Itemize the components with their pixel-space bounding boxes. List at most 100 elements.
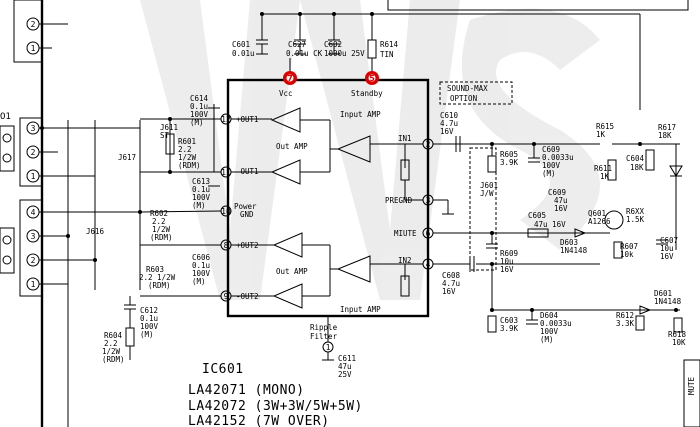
svg-text:R603: R603 bbox=[146, 265, 164, 274]
svg-text:R601: R601 bbox=[178, 137, 196, 146]
svg-text:(M): (M) bbox=[542, 169, 556, 178]
svg-text:C609: C609 bbox=[542, 145, 560, 154]
svg-text:D603: D603 bbox=[560, 238, 578, 247]
svg-text:Power: Power bbox=[234, 202, 257, 211]
svg-text:2.2: 2.2 bbox=[152, 217, 166, 226]
svg-text:R602: R602 bbox=[150, 209, 168, 218]
svg-text:C605: C605 bbox=[528, 211, 546, 220]
svg-text:SOUND-MAX: SOUND-MAX bbox=[447, 84, 488, 93]
svg-text:Ripple: Ripple bbox=[310, 323, 338, 332]
svg-text:2: 2 bbox=[31, 148, 36, 157]
svg-text:A1266: A1266 bbox=[588, 217, 611, 226]
svg-text:C607: C607 bbox=[660, 236, 678, 245]
connector-top: 2 1 bbox=[13, 0, 68, 63]
svg-text:100V: 100V bbox=[140, 322, 159, 331]
svg-text:12: 12 bbox=[221, 115, 231, 124]
svg-text:C609: C609 bbox=[548, 188, 566, 197]
svg-text:(M): (M) bbox=[540, 335, 554, 344]
sound-max-option-box bbox=[439, 81, 513, 105]
svg-text:0.1u: 0.1u bbox=[192, 185, 210, 194]
svg-text:1000u 25V: 1000u 25V bbox=[324, 49, 365, 58]
svg-text:R617: R617 bbox=[658, 123, 676, 132]
svg-text:(RDM): (RDM) bbox=[102, 355, 125, 364]
svg-text:100V: 100V bbox=[540, 327, 559, 336]
svg-text:0.1u: 0.1u bbox=[192, 261, 210, 270]
svg-text:5: 5 bbox=[369, 74, 375, 83]
svg-text:0.01u CK: 0.01u CK bbox=[286, 49, 323, 58]
svg-text:R615: R615 bbox=[596, 122, 614, 131]
svg-text:7: 7 bbox=[287, 74, 293, 83]
svg-text:9: 9 bbox=[224, 292, 229, 301]
svg-text:R618: R618 bbox=[668, 330, 687, 339]
svg-text:47u: 47u bbox=[338, 362, 352, 371]
svg-text:C612: C612 bbox=[140, 306, 158, 315]
svg-text:TIN: TIN bbox=[380, 50, 394, 59]
svg-text:1N4148: 1N4148 bbox=[654, 297, 682, 306]
svg-text:C611: C611 bbox=[338, 354, 356, 363]
svg-text:Input AMP: Input AMP bbox=[340, 110, 381, 119]
ic-model-3: LA42152 (7W OVER) bbox=[188, 414, 330, 427]
svg-text:R609: R609 bbox=[500, 249, 518, 258]
svg-text:Vcc: Vcc bbox=[279, 89, 293, 98]
svg-text:1/2W: 1/2W bbox=[178, 153, 197, 162]
svg-text:100V: 100V bbox=[192, 269, 211, 278]
svg-text:C606: C606 bbox=[192, 253, 211, 262]
svg-text:2: 2 bbox=[31, 256, 36, 265]
svg-text:1: 1 bbox=[326, 343, 331, 352]
svg-text:C614: C614 bbox=[190, 94, 209, 103]
watermark bbox=[140, 0, 600, 300]
svg-text:(M): (M) bbox=[192, 277, 206, 286]
svg-text:1.5K: 1.5K bbox=[626, 215, 645, 224]
svg-text:1K: 1K bbox=[596, 130, 606, 139]
svg-text:47u 16V: 47u 16V bbox=[534, 220, 566, 229]
svg-text:R6XX: R6XX bbox=[626, 207, 645, 216]
svg-text:1: 1 bbox=[31, 44, 36, 53]
ic-model-2: LA42072 (3W+3W/5W+5W) bbox=[188, 399, 363, 414]
svg-text:10u: 10u bbox=[500, 257, 514, 266]
svg-text:Q601: Q601 bbox=[588, 209, 606, 218]
svg-text:R614: R614 bbox=[380, 40, 399, 49]
svg-text:4: 4 bbox=[426, 260, 431, 269]
svg-text:10K: 10K bbox=[672, 338, 686, 347]
svg-text:2.2 1/2W: 2.2 1/2W bbox=[139, 273, 176, 282]
svg-text:4.7u: 4.7u bbox=[442, 279, 460, 288]
svg-text:10k: 10k bbox=[620, 250, 634, 259]
svg-text:GND: GND bbox=[240, 210, 254, 219]
svg-text:10u: 10u bbox=[660, 244, 674, 253]
svg-text:8: 8 bbox=[224, 241, 229, 250]
svg-text:1: 1 bbox=[31, 172, 36, 181]
svg-text:(M): (M) bbox=[192, 201, 206, 210]
svg-text:3: 3 bbox=[426, 196, 431, 205]
svg-text:C627: C627 bbox=[288, 40, 306, 49]
svg-text:C603: C603 bbox=[500, 316, 518, 325]
svg-text:6: 6 bbox=[426, 229, 431, 238]
svg-text:1: 1 bbox=[31, 280, 36, 289]
svg-text:4: 4 bbox=[31, 208, 36, 217]
svg-text:Input AMP: Input AMP bbox=[340, 305, 381, 314]
connector-bottom: 4 3 2 1 bbox=[0, 199, 140, 297]
connector-mid-label: O1 bbox=[0, 112, 11, 122]
svg-text:2.2: 2.2 bbox=[178, 145, 192, 154]
svg-text:Filter: Filter bbox=[310, 332, 338, 341]
svg-text:0.0033u: 0.0033u bbox=[542, 153, 574, 162]
svg-text:R612: R612 bbox=[616, 311, 634, 320]
svg-text:C604: C604 bbox=[626, 154, 645, 163]
svg-text:R611: R611 bbox=[594, 164, 612, 173]
top-caps bbox=[256, 39, 340, 55]
svg-text:OPTION: OPTION bbox=[450, 94, 477, 103]
svg-text:C608: C608 bbox=[442, 271, 461, 280]
svg-text:IN2: IN2 bbox=[398, 256, 412, 265]
svg-text:(RDM): (RDM) bbox=[178, 161, 201, 170]
svg-text:18K: 18K bbox=[630, 163, 644, 172]
svg-text:47u: 47u bbox=[554, 196, 568, 205]
svg-text:J617: J617 bbox=[118, 153, 136, 162]
svg-text:2: 2 bbox=[31, 20, 36, 29]
svg-text:100V: 100V bbox=[192, 193, 211, 202]
svg-text:0.1u: 0.1u bbox=[140, 314, 158, 323]
svg-text:3: 3 bbox=[31, 124, 36, 133]
svg-text:2.2: 2.2 bbox=[104, 339, 118, 348]
svg-text:0.0033u: 0.0033u bbox=[540, 319, 572, 328]
svg-text:(RDM): (RDM) bbox=[148, 281, 171, 290]
svg-text:J611: J611 bbox=[160, 123, 178, 132]
svg-text:16V: 16V bbox=[660, 252, 674, 261]
